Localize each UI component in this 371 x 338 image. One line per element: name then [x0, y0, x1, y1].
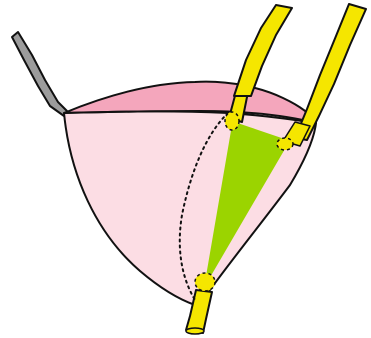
- left-ureter: [234, 5, 292, 96]
- urethra-opening: [186, 328, 204, 334]
- right-ureter: [295, 4, 366, 140]
- bladder-wall: [64, 105, 316, 305]
- ureteral-orifice: [277, 138, 293, 150]
- urachus-ligament: [12, 32, 68, 116]
- ureteral-orifice: [225, 112, 239, 130]
- internal-urethral-orifice: [195, 273, 215, 291]
